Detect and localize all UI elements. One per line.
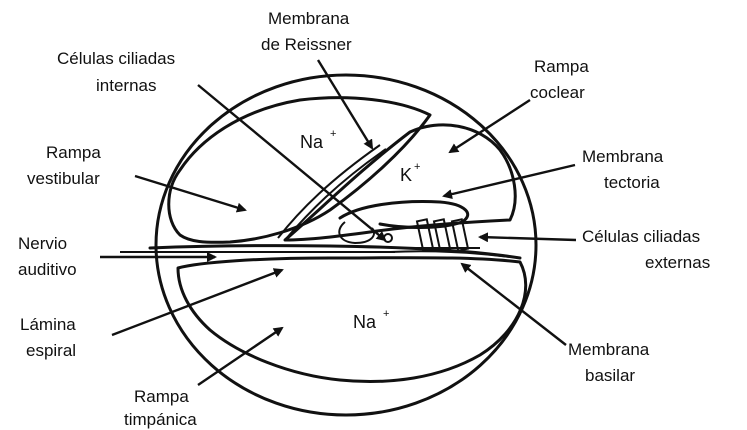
arrow-cce — [480, 237, 576, 240]
arrow-reissner — [318, 60, 372, 148]
label-rampa-coclear-line1: Rampa — [534, 57, 589, 76]
arrow-membrana-basilar — [462, 264, 566, 345]
label-membrana-basilar: Membrana basilar — [568, 340, 650, 385]
label-nervio-auditivo: Nervio auditivo — [18, 234, 77, 279]
label-cce-line2: externas — [645, 253, 710, 272]
label-membrana-tectoria-line1: Membrana — [582, 147, 664, 166]
label-celulas-ciliadas-externas: Células ciliadas externas — [582, 227, 710, 272]
label-membrana-reissner: Membrana de Reissner — [261, 9, 352, 54]
arrow-lamina-espiral — [112, 270, 282, 335]
ion-k-text: K — [400, 165, 412, 185]
label-nervio-auditivo-line2: auditivo — [18, 260, 77, 279]
label-lamina-espiral: Lámina espiral — [20, 315, 76, 360]
label-membrana-reissner-line2: de Reissner — [261, 35, 352, 54]
basilar-membrane — [390, 251, 510, 257]
arrow-rampa-timpanica — [198, 328, 282, 385]
label-rampa-vestibular: Rampa vestibular — [27, 143, 101, 188]
label-cci-line2: internas — [96, 76, 156, 95]
label-nervio-auditivo-line1: Nervio — [18, 234, 67, 253]
label-rampa-coclear-line2: coclear — [530, 83, 585, 102]
ion-na-upper: Na + — [300, 128, 336, 152]
label-lamina-espiral-line2: espiral — [26, 341, 76, 360]
ion-k: K + — [400, 161, 420, 185]
label-rampa-vestibular-line2: vestibular — [27, 169, 100, 188]
label-membrana-tectoria: Membrana tectoria — [582, 147, 664, 192]
label-rampa-timpanica-line1: Rampa — [134, 387, 189, 406]
ion-na-lower: Na + — [353, 308, 389, 332]
ion-na-upper-text: Na — [300, 132, 324, 152]
ion-na-lower-text: Na — [353, 312, 377, 332]
arrow-rampa-vestibular — [135, 176, 245, 210]
ion-k-charge: + — [414, 161, 420, 173]
label-rampa-coclear: Rampa coclear — [530, 57, 589, 102]
ion-na-lower-charge: + — [383, 308, 389, 320]
label-rampa-timpanica: Rampa timpánica — [124, 387, 197, 429]
label-cci-line1: Células ciliadas — [57, 49, 175, 68]
reissner-membrane — [278, 145, 386, 240]
label-cce-line1: Células ciliadas — [582, 227, 700, 246]
label-membrana-basilar-line2: basilar — [585, 366, 635, 385]
label-lamina-espiral-line1: Lámina — [20, 315, 76, 334]
ion-na-upper-charge: + — [330, 128, 336, 140]
label-membrana-tectoria-line2: tectoria — [604, 173, 660, 192]
label-membrana-reissner-line1: Membrana — [268, 9, 350, 28]
label-membrana-basilar-line1: Membrana — [568, 340, 650, 359]
label-rampa-timpanica-line2: timpánica — [124, 410, 197, 429]
label-celulas-ciliadas-internas: Células ciliadas internas — [57, 49, 175, 95]
label-rampa-vestibular-line1: Rampa — [46, 143, 101, 162]
